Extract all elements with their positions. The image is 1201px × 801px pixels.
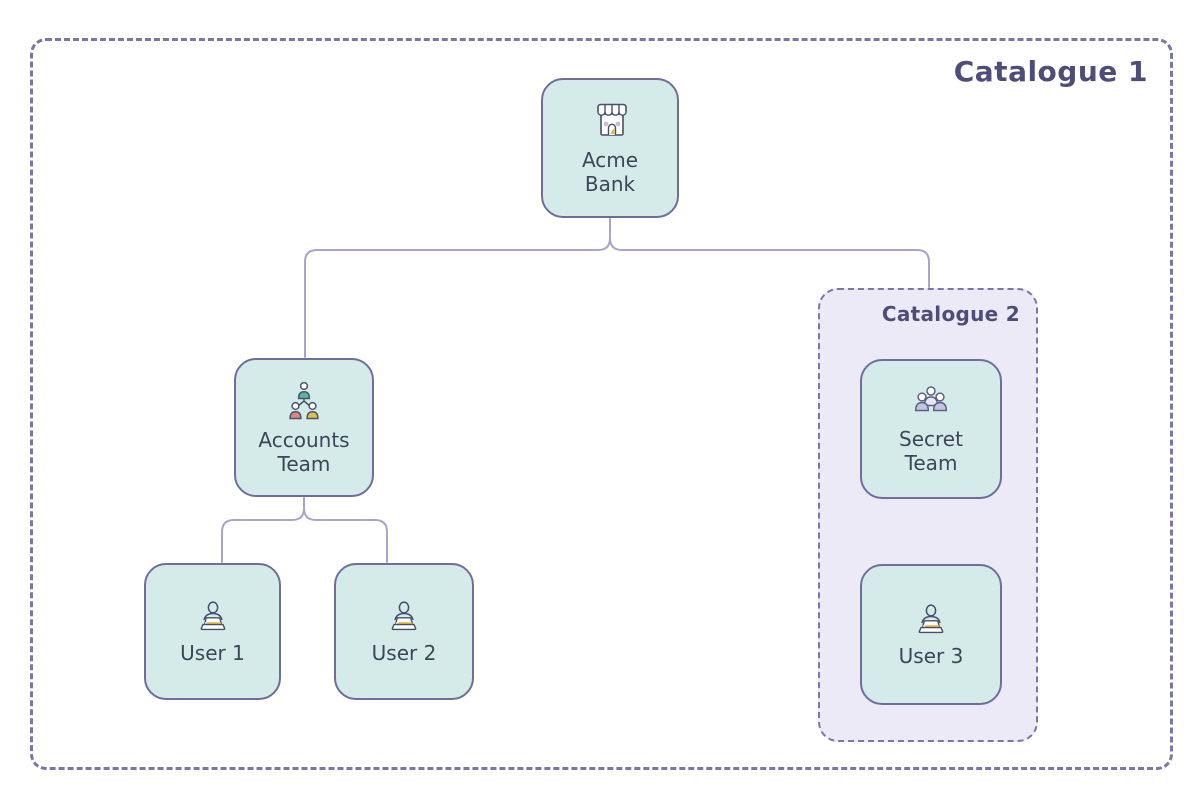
node-secret-team-label: Secret Team: [899, 427, 963, 475]
node-user-1-label: User 1: [180, 641, 245, 665]
node-user-2-label-text: User 2: [371, 641, 437, 665]
node-user-1-label-text: User 1: [180, 641, 245, 665]
catalogue-1-label: Catalogue 1: [953, 55, 1148, 88]
node-accounts-team-label-line2: Team: [277, 452, 331, 476]
laptop-user-icon: [200, 601, 225, 631]
node-user-2-label: User 2: [372, 641, 437, 665]
node-user-2: User 2: [334, 563, 474, 700]
group-icon: [914, 385, 948, 411]
node-user-3-label: User 3: [899, 644, 964, 668]
node-acme-bank-label: Acme Bank: [582, 148, 638, 196]
laptop-user-icon: [391, 601, 417, 631]
node-acme-bank-label-line1: Acme: [581, 147, 639, 172]
node-accounts-team-label-line1: Accounts: [258, 428, 350, 452]
node-acme-bank: Acme Bank: [541, 78, 679, 218]
node-accounts-team: Accounts Team: [234, 358, 374, 497]
laptop-user-icon: [918, 604, 944, 634]
node-secret-team: Secret Team: [860, 359, 1002, 499]
node-accounts-team-label: Accounts Team: [258, 428, 349, 476]
node-user-1: User 1: [144, 563, 281, 700]
catalogue-2-container: Catalogue 2 Secret Team: [818, 288, 1038, 742]
store-icon: [597, 103, 627, 136]
node-user-3: User 3: [860, 564, 1002, 705]
org-team-icon: [289, 381, 319, 420]
node-acme-bank-label-line2: Bank: [584, 171, 636, 196]
node-secret-team-label-line1: Secret: [899, 426, 963, 451]
node-secret-team-label-line2: Team: [904, 450, 958, 475]
catalogue-2-label: Catalogue 2: [881, 302, 1020, 326]
catalogue-1-container: Catalogue 1: [30, 38, 1173, 770]
node-user-3-label-text: User 3: [898, 644, 964, 668]
